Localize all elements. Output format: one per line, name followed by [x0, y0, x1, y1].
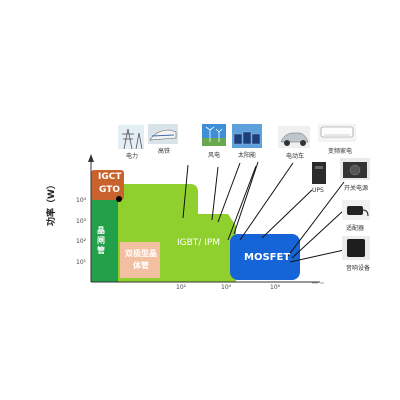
mosfet-region	[230, 234, 300, 280]
mosfet-label: MOSFET	[244, 252, 291, 263]
y-tick-1e2: 10²	[76, 238, 87, 245]
adapter-label: 适配器	[346, 225, 365, 232]
y-tick-1e1: 10¹	[76, 259, 87, 266]
switching-psu-image	[340, 158, 370, 180]
thyristor-region	[91, 198, 118, 282]
ac-image	[318, 124, 356, 142]
connector-lines	[182, 161, 345, 263]
x-tick-1e6: 10⁶	[270, 284, 281, 291]
ac-label: 变频家电	[328, 148, 353, 155]
ev-image	[278, 126, 310, 148]
power-tower-image	[118, 125, 144, 149]
ups-label: UPS	[312, 187, 324, 194]
bipolar-region	[120, 242, 160, 278]
ups-image	[312, 162, 326, 184]
igct-label: IGCT	[98, 172, 122, 182]
power-label: 电力	[126, 153, 139, 160]
igbt-ipm-label: IGBT/ IPM	[177, 238, 221, 248]
junction-dot	[116, 196, 122, 202]
wind-label: 风电	[208, 152, 221, 159]
x-tick-1e4: 10⁴	[221, 284, 232, 291]
x-tick-1e2: 10²	[176, 284, 187, 291]
ev-label: 电动车	[286, 153, 305, 160]
adapter-image	[342, 200, 370, 220]
solar-label: 太阳能	[238, 152, 257, 159]
y-axis-arrow	[88, 154, 94, 162]
igct-gto-region	[91, 170, 124, 200]
home-device-image	[342, 236, 370, 260]
home-device-label: 音响设备	[346, 265, 371, 272]
rail-image	[148, 124, 178, 144]
wind-image	[202, 124, 226, 146]
y-tick-1e3: 10³	[76, 218, 87, 225]
solar-image	[232, 124, 262, 148]
bipolar-label: 双极型晶体管	[125, 249, 157, 270]
switching-psu-label: 开关电源	[344, 185, 369, 192]
gto-label: GTO	[99, 185, 121, 195]
rail-label: 高铁	[158, 148, 171, 155]
y-axis-label: 功率（W）	[47, 180, 57, 226]
y-tick-1e4: 10⁴	[76, 197, 87, 204]
thyristor-label: 晶闸管	[97, 226, 105, 255]
